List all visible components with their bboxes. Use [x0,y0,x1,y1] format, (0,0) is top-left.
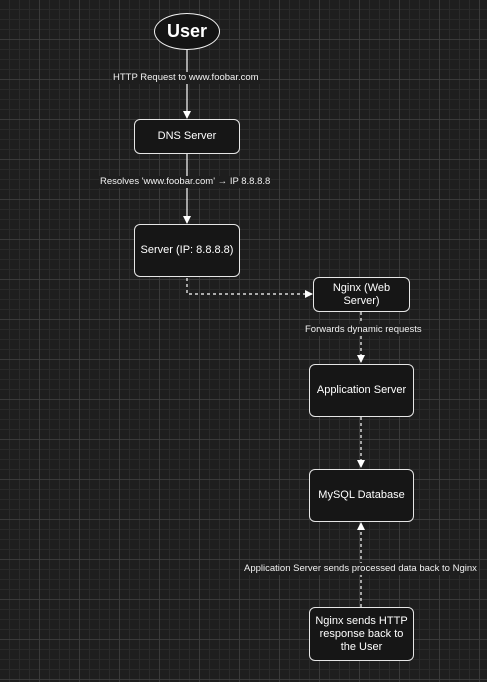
server-node[interactable]: Server (IP: 8.8.8.8) [134,224,240,277]
nginx-response-node[interactable]: Nginx sends HTTP response back to the Us… [309,607,414,661]
edge-server-to-nginx [186,278,313,298]
edge-label-app-sends: Application Server sends processed data … [243,563,478,575]
mysql-database-node[interactable]: MySQL Database [309,469,414,522]
edge-label-resolves: Resolves 'www.foobar.com' → IP 8.8.8.8 [99,176,272,188]
application-server-node[interactable]: Application Server [309,364,414,417]
edge-label-http-request: HTTP Request to www.foobar.com [112,72,260,84]
user-node[interactable]: User [154,13,220,50]
nginx-web-server-node[interactable]: Nginx (Web Server) [313,277,410,312]
edge-label-forwards: Forwards dynamic requests [304,324,423,336]
dns-server-node[interactable]: DNS Server [134,119,240,154]
